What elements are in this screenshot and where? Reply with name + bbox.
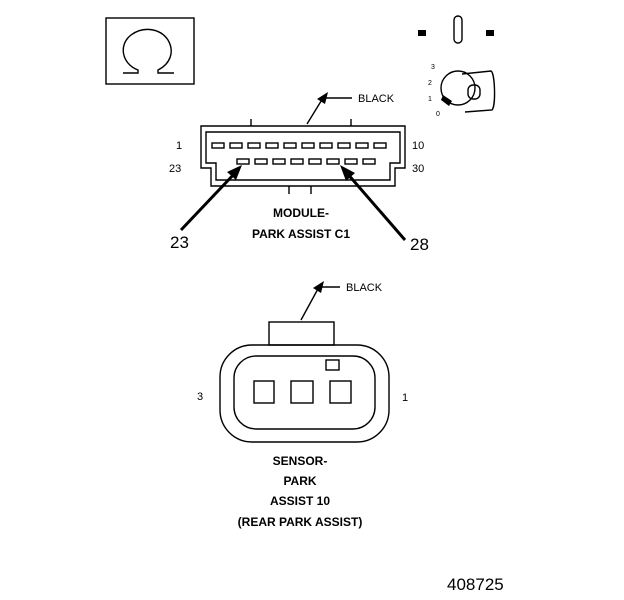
module-connector: BLACK [169,92,429,254]
callout-28-label: 28 [410,235,429,254]
sensor-connector: BLACK 3 1 SENSOR- PARK ASSIST 10 (REAR P… [197,281,408,529]
sensor-terminal-1 [329,380,352,404]
callout-23-label: 23 [170,233,189,252]
sensor-title-line3: ASSIST 10 [270,494,330,508]
sensor-title-line2: PARK [283,474,316,488]
sensor-pin-3-label: 3 [197,391,203,403]
module-cavity-row-top [211,142,387,149]
sensor-title-line1: SENSOR- [273,454,328,468]
sensor-terminal-2 [290,380,314,404]
module-cavity-row-bottom [236,158,376,165]
sensor-color-label: BLACK [346,282,383,294]
omega-icon [105,17,195,85]
key-position-2: 2 [428,80,432,87]
callout-arrow-23 [179,165,242,232]
module-pin-30-label: 30 [412,163,424,175]
ignition-key-icon: 3 2 1 0 [418,15,496,118]
module-title-line2: PARK ASSIST C1 [252,227,350,241]
figure-number: 408725 [447,575,504,594]
callout-arrow-28 [340,165,407,241]
module-color-label: BLACK [358,93,395,105]
sensor-title-line4: (REAR PARK ASSIST) [238,515,363,529]
key-position-1: 1 [428,96,432,103]
key-position-0: 0 [436,111,440,118]
module-pin-1-label: 1 [176,140,182,152]
sensor-terminal-3 [253,380,275,404]
module-title-line1: MODULE- [273,206,329,220]
module-pin-10-label: 10 [412,140,424,152]
sensor-pin-1-label: 1 [402,392,408,404]
key-position-3: 3 [431,64,435,71]
module-pin-23-label: 23 [169,163,181,175]
